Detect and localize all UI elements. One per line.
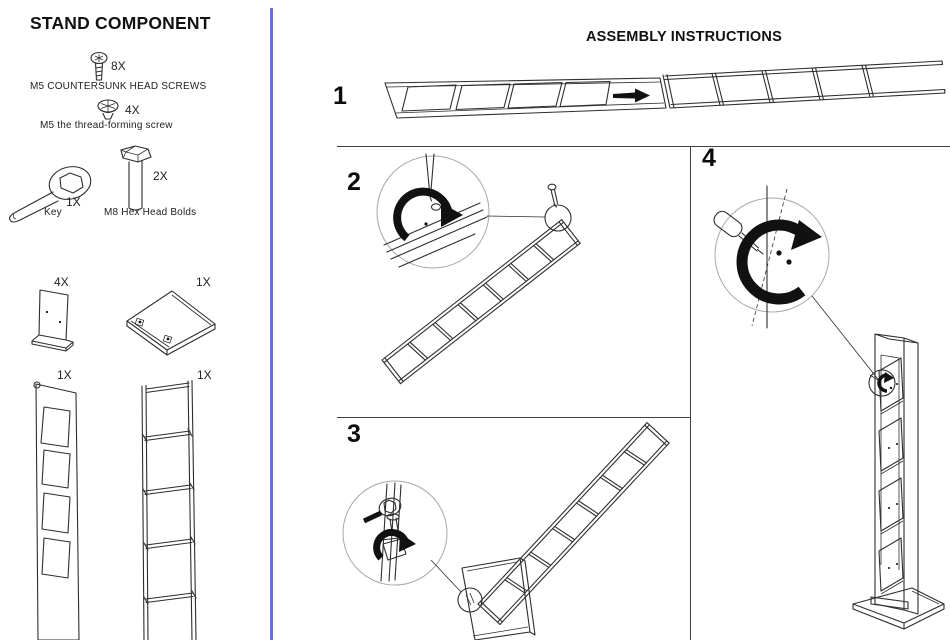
front-panel-icon xyxy=(33,381,80,640)
corner-bracket-icon xyxy=(382,538,407,561)
assembly-instructions-title: ASSEMBLY INSTRUCTIONS xyxy=(586,29,782,45)
thread-forming-screw-icon xyxy=(97,99,119,120)
step-2-illustration xyxy=(376,153,581,385)
divider-step2-step3 xyxy=(337,417,690,418)
shelf-1 xyxy=(878,357,904,415)
key-label: Key xyxy=(44,207,62,218)
step-1-number: 1 xyxy=(333,82,347,110)
step-2-magnifier-circle xyxy=(376,155,490,269)
step-4-illustration xyxy=(713,185,945,630)
countersunk-screw-icon xyxy=(90,51,108,81)
rotation-arrow-icon xyxy=(736,219,806,305)
assembled-stand xyxy=(852,333,945,630)
base-plate-part xyxy=(461,557,536,640)
step-3-number: 3 xyxy=(347,420,361,448)
callout-pointer-line xyxy=(811,295,882,384)
screw-location-callout-circle xyxy=(868,369,896,397)
key-wrench-icon xyxy=(9,166,92,223)
stand-base xyxy=(852,587,945,630)
step-3-illustration xyxy=(342,422,670,640)
ladder-frame-qty: 1X xyxy=(197,368,212,382)
front-panel-qty: 1X xyxy=(57,368,72,382)
screw-location-callout-circle xyxy=(544,204,572,232)
floating-screw-icon xyxy=(547,183,559,208)
countersunk-screw-qty: 8X xyxy=(111,59,126,73)
hex-bolt-qty: 2X xyxy=(153,169,168,183)
slide-direction-arrow-icon xyxy=(613,88,650,103)
stand-foot-collar xyxy=(870,596,909,610)
step-4-magnifier-circle xyxy=(714,197,830,313)
column-divider xyxy=(270,8,273,640)
step-4-number: 4 xyxy=(702,144,716,172)
divider-step4-left xyxy=(690,146,691,640)
ladder-frame-icon xyxy=(141,380,197,640)
step-3-magnifier-circle xyxy=(342,480,448,586)
countersunk-screw-label: M5 COUNTERSUNK HEAD SCREWS xyxy=(30,81,207,92)
key-wrench-on-bolt-icon xyxy=(362,497,402,533)
shelf-panel-qty: 4X xyxy=(54,275,69,289)
hex-bolt-icon xyxy=(120,145,152,211)
rotation-arrow-icon xyxy=(393,187,453,242)
key-qty: 1X xyxy=(66,195,81,209)
step-2-number: 2 xyxy=(347,168,361,196)
hex-bolt-label: M8 Hex Head Bolds xyxy=(104,207,197,218)
callout-pointer-line xyxy=(430,559,462,593)
bolt-location-callout-circle xyxy=(457,587,483,613)
divider-step1-bottom xyxy=(337,146,950,147)
screw-head-icon xyxy=(430,203,442,211)
base-plate-qty: 1X xyxy=(196,275,211,289)
shelf-panel-icon xyxy=(31,289,74,352)
thread-forming-screw-qty: 4X xyxy=(125,103,140,117)
step-1-illustration xyxy=(384,60,946,119)
thread-forming-screw-label: M5 the thread-forming screw xyxy=(40,120,173,131)
shelf-2 xyxy=(878,417,904,475)
shelf-4 xyxy=(878,537,904,595)
stand-component-title: STAND COMPONENT xyxy=(30,13,211,33)
base-plate-icon xyxy=(126,290,216,356)
shelf-3 xyxy=(878,477,904,535)
callout-pointer-line xyxy=(486,215,546,218)
